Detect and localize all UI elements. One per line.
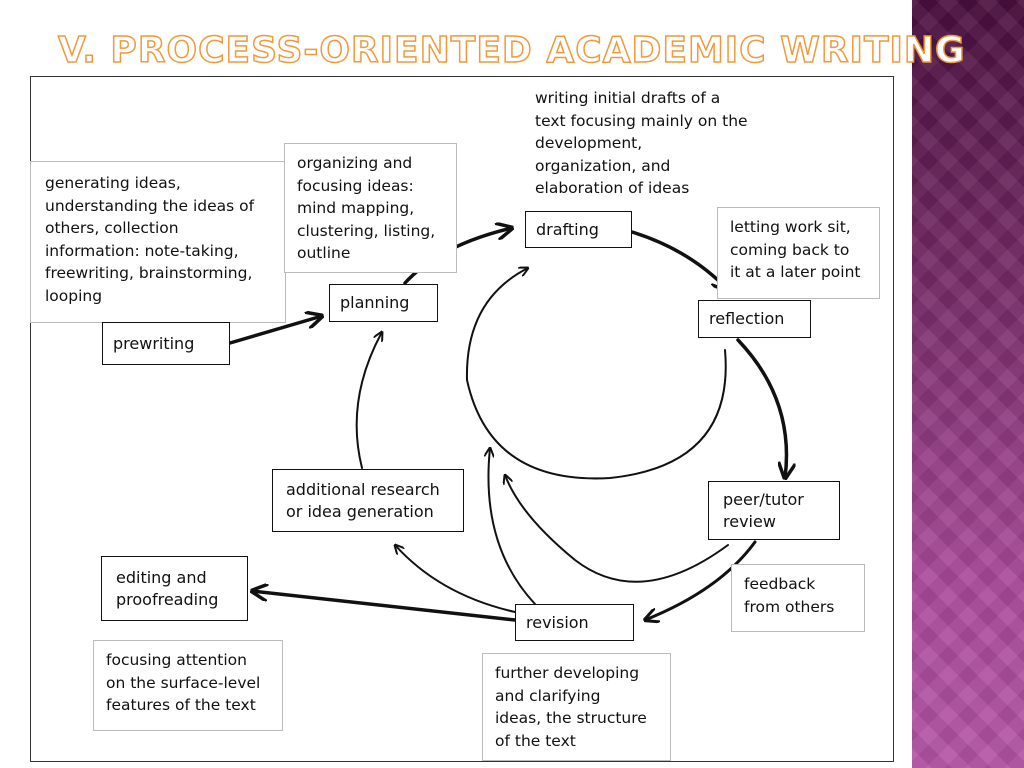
note-line: freewriting, brainstorming, — [45, 264, 253, 282]
note-line: organization, and — [535, 156, 671, 175]
stage-label: review — [723, 511, 776, 531]
note-reflection: letting work sit, coming back to it at a… — [717, 207, 880, 299]
note-line: understanding the ideas of — [45, 196, 255, 215]
stage-label: revision — [526, 612, 589, 632]
note-editing: focusing attention on the surface-level … — [93, 640, 283, 731]
note-line: and clarifying — [495, 686, 601, 705]
arrow-peer-review-to-center — [505, 475, 729, 583]
note-line: from others — [744, 597, 835, 616]
note-planning: organizing and focusing ideas: mind mapp… — [284, 143, 457, 273]
note-line: mind mapping, — [297, 199, 415, 217]
note-drafting: writing initial drafts of a text focusin… — [535, 87, 775, 200]
note-line: of the text — [495, 731, 576, 750]
note-line: organizing and — [297, 154, 413, 172]
note-line: elaboration of ideas — [535, 179, 690, 197]
stage-label: prewriting — [113, 333, 195, 353]
stage-planning: planning — [329, 284, 438, 322]
stage-label: peer/tutor — [723, 489, 804, 509]
arrow-inner-circle — [465, 268, 727, 480]
note-peer-review: feedback from others — [731, 564, 865, 632]
stage-drafting: drafting — [525, 211, 632, 248]
note-line: ideas, the structure — [495, 709, 647, 727]
stage-revision: revision — [515, 604, 634, 641]
note-line: text focusing mainly on the — [535, 111, 748, 130]
note-line: it at a later point — [730, 263, 861, 281]
stage-label: editing and — [116, 567, 207, 587]
note-line: further developing — [495, 664, 640, 682]
arrow-drafting-to-reflection — [630, 230, 728, 290]
decorative-side-panel — [912, 0, 1024, 768]
stage-label: additional research — [286, 479, 440, 499]
note-line: information: note-taking, — [45, 241, 239, 260]
note-prewriting: generating ideas, understanding the idea… — [30, 161, 286, 323]
note-line: generating ideas, — [45, 174, 181, 192]
stage-editing: editing and proofreading — [101, 556, 248, 621]
note-revision: further developing and clarifying ideas,… — [482, 653, 671, 761]
stage-label: proofreading — [116, 589, 219, 609]
stage-label: or idea generation — [286, 501, 434, 521]
arrow-prewriting-to-planning — [228, 316, 322, 345]
arrow-revision-to-editing — [252, 591, 517, 622]
slide-title: V. PROCESS-ORIENTED ACADEMIC WRITING — [57, 29, 966, 72]
note-line: coming back to — [730, 240, 850, 259]
note-line: writing initial drafts of a — [535, 89, 721, 107]
note-line: features of the text — [106, 696, 256, 714]
stage-prewriting: prewriting — [102, 322, 230, 365]
note-line: clustering, listing, — [297, 221, 436, 240]
stage-peer-review: peer/tutor review — [708, 481, 840, 540]
arrow-reflection-to-peer-review — [736, 338, 786, 478]
stage-label: reflection — [709, 309, 785, 328]
note-line: others, collection — [45, 219, 179, 237]
note-line: outline — [297, 244, 351, 262]
stage-label: planning — [340, 293, 410, 312]
arrow-revision-to-additional-research — [395, 545, 516, 613]
arrow-additional-research-to-planning — [355, 332, 382, 469]
note-line: focusing attention — [106, 651, 247, 669]
note-line: development, — [535, 134, 643, 152]
stage-reflection: reflection — [698, 300, 811, 338]
arrow-peer-review-to-revision — [645, 540, 757, 620]
note-line: focusing ideas: — [297, 176, 414, 195]
note-line: on the surface-level — [106, 673, 261, 692]
note-line: looping — [45, 286, 103, 305]
arrow-revision-to-center — [488, 448, 536, 605]
note-line: feedback — [744, 575, 816, 593]
stage-label: drafting — [536, 219, 599, 239]
stage-additional-research: additional research or idea generation — [272, 469, 464, 532]
note-line: letting work sit, — [730, 218, 851, 236]
